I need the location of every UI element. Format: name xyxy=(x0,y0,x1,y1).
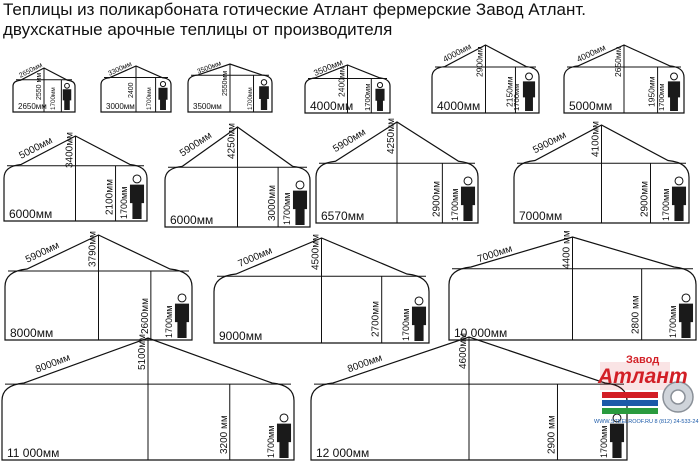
person-height-label: 1700мм xyxy=(146,87,153,110)
person-height-label: 1700мм xyxy=(266,426,276,458)
wall-height-label: 3000мм xyxy=(267,185,278,221)
person-height-label: 1700мм xyxy=(450,189,460,221)
peak-height-label: 2550 мм xyxy=(36,73,43,100)
logo-top-text: Завод xyxy=(626,354,660,366)
wall-height-label: 2150мм xyxy=(504,76,514,107)
person-height-label: 1700мм xyxy=(247,87,254,110)
person-height-label: 1700мм xyxy=(164,306,174,338)
person-height-label: 1700мм xyxy=(661,189,671,221)
peak-height-label: 4250мм xyxy=(227,123,238,159)
person-height-label: 1700мм xyxy=(512,83,521,111)
person-height-label: 1700мм xyxy=(119,187,129,219)
roof-length-label: 3500мм xyxy=(196,60,222,76)
roof-length-label: 5900мм xyxy=(331,127,368,155)
greenhouse-outline xyxy=(213,237,430,344)
person-icon xyxy=(158,81,168,110)
roof-length-label: 4000мм xyxy=(575,42,607,64)
greenhouse-outline xyxy=(563,44,685,114)
person-icon xyxy=(375,82,385,111)
roof-length-label: 7000мм xyxy=(476,243,514,265)
greenhouse-outline xyxy=(187,63,273,113)
width-label: 9000мм xyxy=(219,329,262,343)
page-title-line-1: Теплицы из поликарбоната готические Атла… xyxy=(3,0,586,19)
greenhouse-outline xyxy=(164,126,311,228)
person-icon xyxy=(411,296,427,341)
width-label: 6000мм xyxy=(9,207,52,221)
person-icon xyxy=(276,413,292,458)
wall-height-label: 3200 мм xyxy=(219,415,230,454)
person-height-label: 1700мм xyxy=(363,83,372,111)
person-height-label: 1700мм xyxy=(668,306,678,338)
greenhouse-outline xyxy=(3,135,148,222)
person-icon xyxy=(522,72,536,111)
page-title-line-2: двухскатные арочные теплицы от производи… xyxy=(3,20,393,39)
width-label: 12 000мм xyxy=(316,446,369,460)
wall-height-label: 2100мм xyxy=(105,179,116,215)
person-height-label: 1700мм xyxy=(599,426,609,458)
person-height-label: 1700мм xyxy=(282,193,292,225)
width-label: 4000мм xyxy=(437,99,480,113)
wall-height-label: 2700мм xyxy=(371,301,382,337)
person-icon xyxy=(259,79,269,110)
width-label: 2650мм xyxy=(18,102,47,111)
logo-graphic xyxy=(600,362,694,414)
wall-height-label: 2900мм xyxy=(640,181,651,217)
width-label: 5000мм xyxy=(569,99,612,113)
peak-height-label: 2400 xyxy=(128,82,135,98)
width-label: 8000мм xyxy=(10,326,53,340)
person-icon xyxy=(667,72,681,111)
peak-height-label: 2550мм xyxy=(222,71,229,96)
width-label: 3500мм xyxy=(193,102,222,111)
wall-height-label: 2900 мм xyxy=(546,415,557,454)
roof-length-label: 5900мм xyxy=(178,130,214,159)
person-height-label: 1700мм xyxy=(657,83,666,111)
wall-height-label: 1950мм xyxy=(647,76,657,107)
greenhouse-outline xyxy=(448,236,697,341)
width-label: 6570мм xyxy=(321,209,364,223)
peak-height-label: 4500мм xyxy=(311,234,322,270)
wall-height-label: 2900мм xyxy=(431,181,442,217)
person-height-label: 1700мм xyxy=(401,309,411,341)
logo-name: Атлант xyxy=(598,365,688,388)
peak-height-label: 4600мм xyxy=(458,333,469,369)
person-icon xyxy=(174,293,190,338)
person-icon xyxy=(460,176,476,221)
peak-height-label: 2900мм xyxy=(475,46,485,77)
logo-url: WWW.STEELROOF.RU 8 (812) 24-533-24 xyxy=(594,419,699,425)
roof-length-label: 5000мм xyxy=(17,135,54,161)
greenhouse-outline xyxy=(431,44,540,114)
peak-height-label: 4100мм xyxy=(591,121,602,157)
person-height-label: 1700мм xyxy=(50,87,57,110)
greenhouse-outline xyxy=(304,64,391,114)
width-label: 6000мм xyxy=(170,213,213,227)
person-icon xyxy=(62,82,72,110)
peak-height-label: 2650мм xyxy=(613,46,623,77)
width-label: 10 000мм xyxy=(454,326,507,340)
wall-height-label: 2600мм xyxy=(140,298,151,334)
greenhouse-outline xyxy=(100,65,172,113)
width-label: 7000мм xyxy=(519,209,562,223)
peak-height-label: 2400мм xyxy=(337,66,347,97)
greenhouse-outline xyxy=(513,124,690,224)
person-icon xyxy=(129,174,145,219)
peak-height-label: 3790мм xyxy=(88,231,99,267)
peak-height-label: 3400мм xyxy=(65,132,76,168)
width-label: 3000мм xyxy=(106,102,135,111)
width-label: 11 000мм xyxy=(7,446,59,460)
person-icon xyxy=(292,180,308,225)
wall-height-label: 2800 мм xyxy=(631,295,642,334)
greenhouse-outline xyxy=(315,121,479,224)
peak-height-label: 4250мм xyxy=(386,118,397,154)
atlant-logo: Завод Атлант WWW.STEELROOF.RU 8 (812) 24… xyxy=(594,352,699,427)
person-icon xyxy=(671,176,687,221)
greenhouse-outline xyxy=(12,67,76,113)
greenhouse-outline xyxy=(1,337,295,461)
width-label: 4000мм xyxy=(310,99,353,113)
peak-height-label: 4400 мм xyxy=(562,230,573,269)
person-icon xyxy=(678,293,694,338)
peak-height-label: 5100мм xyxy=(137,334,148,370)
greenhouse-outline xyxy=(4,234,193,341)
